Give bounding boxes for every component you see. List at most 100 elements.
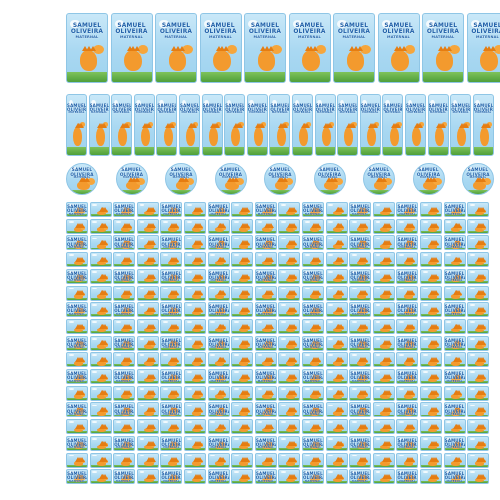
dinosaur-spike-icon xyxy=(78,273,85,279)
dinosaur-spike-icon xyxy=(314,357,321,363)
dinosaur-spike-icon xyxy=(149,340,156,346)
cloud-decoration xyxy=(375,454,381,457)
grass-strip xyxy=(397,314,418,317)
label-text-line-3: MATERNAL xyxy=(163,212,180,216)
cloud-decoration xyxy=(446,304,452,307)
grass-strip xyxy=(421,481,441,484)
dinosaur-spike-icon xyxy=(385,290,392,296)
dinosaur-icon xyxy=(73,411,83,416)
name-label-small xyxy=(325,335,348,351)
label-text-line-3: MATERNAL xyxy=(298,35,321,40)
name-label-small xyxy=(325,452,348,468)
name-label-small xyxy=(160,385,183,401)
label-text-line-1: SAMUEL xyxy=(350,237,371,243)
dinosaur-icon xyxy=(472,180,487,191)
dinosaur-icon xyxy=(120,210,131,216)
cloud-decoration xyxy=(469,404,475,407)
label-text-line-3: MATERNAL xyxy=(384,111,401,115)
cloud-decoration xyxy=(375,237,381,240)
grass-strip xyxy=(406,146,425,155)
label-text-line-2: OLIVEIRA xyxy=(202,106,222,112)
cloud-decoration xyxy=(351,304,357,307)
grass-strip xyxy=(468,314,489,317)
name-label-small xyxy=(160,352,183,368)
label-text-line-2: OLIVEIRA xyxy=(247,106,268,112)
label-text-line-1: SAMUEL xyxy=(220,167,241,173)
name-label-small xyxy=(349,318,372,334)
dinosaur-spike-icon xyxy=(149,373,156,379)
name-label-small xyxy=(136,335,159,351)
cloud-decoration xyxy=(181,99,187,108)
label-text-line-3: MATERNAL xyxy=(163,412,180,416)
cloud-decoration xyxy=(233,437,239,440)
cloud-decoration xyxy=(257,454,263,457)
label-text-line-1: SAMUEL xyxy=(255,337,276,343)
name-label-small xyxy=(396,318,419,334)
dinosaur-spike-icon xyxy=(385,240,392,246)
cloud-decoration xyxy=(68,99,74,108)
dinosaur-icon xyxy=(73,294,83,299)
dinosaur-head-icon xyxy=(182,44,193,55)
label-text-line-2: OLIVEIRA xyxy=(112,106,132,112)
label-text-line-1: SAMUEL xyxy=(161,304,182,310)
dinosaur-icon xyxy=(144,227,154,232)
cloud-decoration xyxy=(163,287,168,290)
dinosaur-icon xyxy=(333,477,343,483)
label-text-line-2: OLIVEIRA xyxy=(303,475,324,481)
label-text-line-1: SAMUEL xyxy=(67,304,87,310)
dinosaur-icon xyxy=(97,294,107,299)
grass-strip xyxy=(444,481,465,484)
dinosaur-spike-icon xyxy=(173,457,180,463)
dinosaur-icon xyxy=(167,344,178,349)
dinosaur-spike-icon xyxy=(291,323,298,329)
cloud-decoration xyxy=(304,437,310,440)
label-text-line-2: OLIVEIRA xyxy=(397,341,419,347)
dinosaur-spike-icon xyxy=(173,340,180,346)
dinosaur-icon xyxy=(238,210,249,216)
label-text-line-2: OLIVEIRA xyxy=(161,241,183,247)
dinosaur-spike-icon xyxy=(385,306,392,312)
dinosaur-spike-icon xyxy=(236,123,243,129)
dinosaur-spike-icon xyxy=(291,390,298,396)
label-text-line-1: SAMUEL xyxy=(350,371,371,377)
dinosaur-spike-icon xyxy=(456,240,463,246)
label-text-line-2: OLIVEIRA xyxy=(255,442,277,448)
cloud-decoration xyxy=(375,437,381,440)
label-text-line-3: MATERNAL xyxy=(226,111,243,115)
cloud-decoration xyxy=(422,454,428,457)
dinosaur-spike-icon xyxy=(314,473,321,479)
dinosaur-icon xyxy=(238,327,249,333)
dinosaur-icon xyxy=(380,344,390,349)
dinosaur-spike-icon xyxy=(349,46,356,52)
label-text-line-3: MATERNAL xyxy=(446,212,463,216)
cloud-decoration xyxy=(68,437,74,440)
dinosaur-spike-icon xyxy=(490,46,497,52)
label-text-line-1: SAMUEL xyxy=(67,371,87,377)
name-label-small xyxy=(89,369,112,384)
dinosaur-spike-icon xyxy=(314,223,321,229)
label-text-line-3: MATERNAL xyxy=(116,212,133,216)
dinosaur-icon xyxy=(257,50,276,72)
grass-strip xyxy=(208,431,229,434)
label-text-line-1: SAMUEL xyxy=(339,22,369,29)
grass-strip xyxy=(421,431,441,434)
cloud-decoration xyxy=(113,99,119,108)
dinosaur-spike-icon xyxy=(409,206,416,212)
name-label-small xyxy=(372,435,395,451)
cloud-decoration xyxy=(281,371,286,373)
name-label-small xyxy=(372,385,395,401)
dinosaur-icon xyxy=(356,444,367,450)
cloud-decoration xyxy=(446,471,452,474)
dinosaur-spike-icon xyxy=(432,373,439,379)
dinosaur-spike-icon xyxy=(196,240,203,246)
label-text-line-3: MATERNAL xyxy=(407,111,424,115)
name-label-small xyxy=(325,285,348,301)
dinosaur-icon xyxy=(215,277,225,283)
dinosaur-spike-icon xyxy=(100,123,107,129)
